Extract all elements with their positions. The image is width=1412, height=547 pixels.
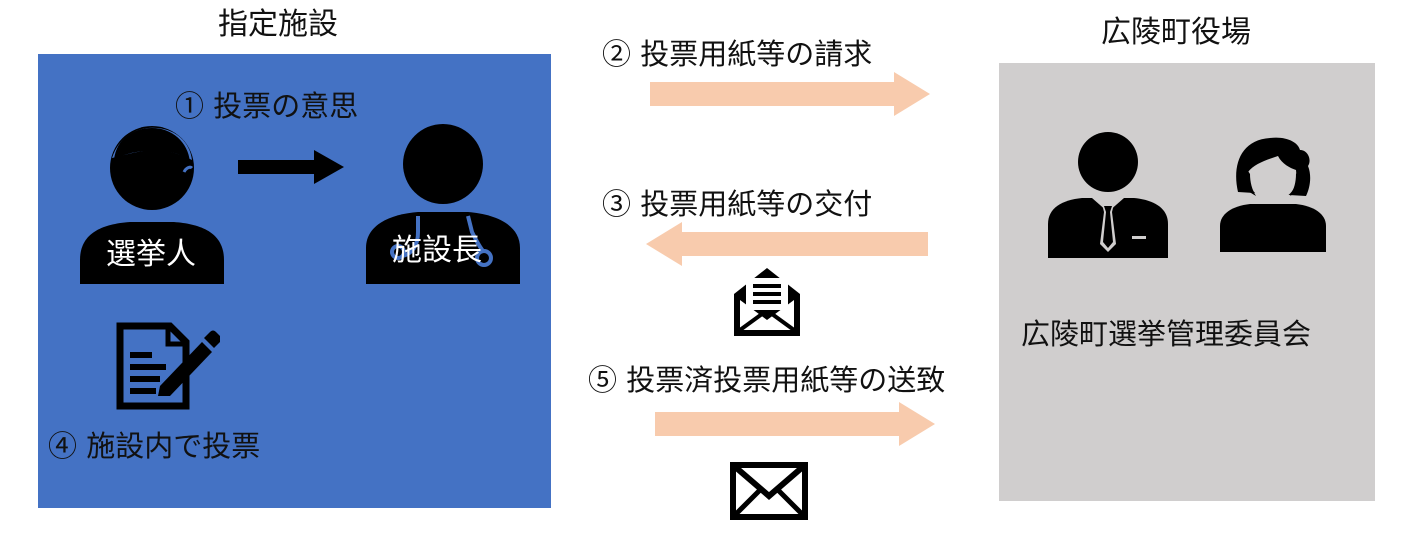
- person-icon: [80, 120, 224, 284]
- request-arrow: [650, 72, 930, 116]
- office-box: [999, 63, 1375, 501]
- office-title: 広陵町役場: [1101, 15, 1251, 50]
- step1-label: ① 投票の意思: [175, 89, 359, 123]
- issue-arrow: [646, 222, 928, 266]
- step2-label: ② 投票用紙等の請求: [602, 37, 873, 71]
- facility-title: 指定施設: [218, 7, 338, 42]
- step5-label: ⑤ 投票済投票用紙等の送致: [588, 363, 946, 397]
- committee-label: 広陵町選挙管理委員会: [1021, 317, 1312, 351]
- businessman-icon: [1048, 132, 1168, 258]
- director-label: 施設長: [392, 233, 482, 268]
- envelope-icon: [730, 462, 808, 520]
- voter-label: 選挙人: [106, 237, 196, 272]
- open-envelope-icon: [730, 264, 804, 340]
- step4-label: ④ 施設内で投票: [48, 429, 261, 463]
- document-pen-icon: [116, 322, 220, 410]
- intent-arrow: [238, 150, 344, 184]
- step3-label: ③ 投票用紙等の交付: [602, 187, 873, 221]
- woman-icon: [1220, 134, 1326, 252]
- send-arrow: [655, 402, 935, 446]
- doctor-icon: [366, 120, 520, 284]
